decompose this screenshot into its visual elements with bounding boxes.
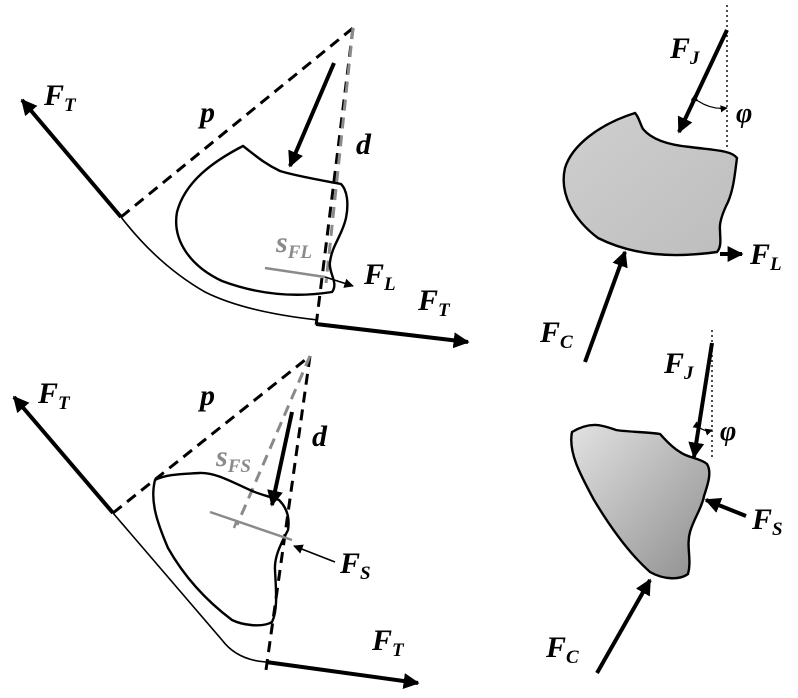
d-dashed-line-top — [314, 27, 355, 327]
bone-outline-top — [174, 144, 349, 296]
grey-dashed-line-bottom — [235, 355, 312, 526]
phi-arc-top — [690, 94, 728, 113]
p-label-top: p — [197, 96, 215, 129]
p-dashed-line-bottom — [112, 354, 311, 515]
ft-label-upper-left: FT — [43, 79, 77, 116]
d-label-bottom: d — [312, 420, 328, 453]
ft-arrow-upper-left-bottom — [12, 395, 115, 515]
phi-label-top: φ — [736, 98, 752, 129]
fl-label-top-left: FL — [363, 258, 396, 295]
fj-arrow-top-right — [677, 29, 729, 134]
fc-arrow-bottom-right — [595, 578, 652, 674]
s-fs-label: sFS — [215, 440, 251, 477]
fl-arrow-top-left — [324, 276, 354, 288]
joint-force-arrow-bottom — [267, 411, 294, 507]
fs-label-bottom-left: FS — [339, 547, 371, 584]
top-left-panel: FT p d sFL FL FT — [20, 26, 470, 349]
fl-label-top-right: FL — [749, 238, 782, 275]
fs-arrow-bottom-right — [704, 497, 747, 518]
bone-shape-top — [562, 111, 739, 257]
fj-arrow-bottom-right — [688, 342, 714, 459]
s-fs-tick — [232, 519, 239, 529]
ft-arrow-bottom-right-bottom — [265, 660, 420, 689]
s-fs-line — [209, 510, 293, 542]
grey-dashed-line-top — [324, 27, 355, 284]
fs-arrow-bottom-left — [293, 544, 336, 563]
tendon-curve-top — [120, 216, 319, 321]
phi-arc-bottom — [692, 421, 713, 436]
bottom-right-panel: FJ φ FS FC — [545, 330, 783, 674]
fj-label-bottom-right: FJ — [663, 347, 694, 384]
bone-shape-bottom — [570, 423, 711, 580]
bone-outline-bottom — [152, 471, 290, 627]
phi-label-bottom: φ — [720, 416, 736, 447]
ft-arrow-bottom-right-top — [315, 322, 470, 349]
s-fl-label: sFL — [275, 226, 312, 263]
fc-label-top-right: FC — [539, 316, 573, 353]
tendon-curve-bottom — [112, 512, 267, 663]
s-fl-line — [264, 266, 326, 279]
joint-force-arrow-top — [288, 62, 336, 168]
fj-label-top-right: FJ — [669, 32, 700, 69]
ft-arrow-upper-left — [20, 98, 123, 219]
d-label-top: d — [356, 128, 372, 161]
ft-label-right-bottom: FT — [371, 624, 405, 661]
ft-label-right-top: FT — [417, 284, 451, 321]
p-dashed-line-top — [120, 26, 354, 219]
fc-label-bottom-right: FC — [545, 631, 579, 668]
p-label-bottom: p — [197, 379, 215, 412]
fs-label-bottom-right: FS — [751, 503, 783, 540]
ft-label-upper-left-bottom: FT — [37, 377, 71, 414]
fc-arrow-top-right — [583, 250, 628, 363]
bottom-left-panel: FT p d sFS FS FT — [12, 354, 420, 689]
top-right-panel: FJ φ FL FC — [539, 5, 782, 363]
